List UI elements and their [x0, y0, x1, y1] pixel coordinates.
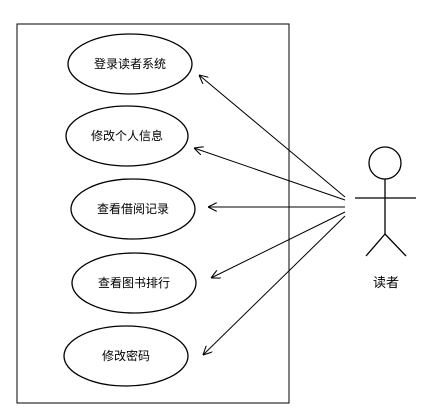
use-case-ellipse [67, 33, 193, 95]
use-case-label: 修改密码 [102, 348, 150, 363]
association-arrow [211, 211, 346, 278]
system-boundary [16, 23, 290, 404]
use-case-edit-info[interactable]: 修改个人信息 [65, 105, 189, 167]
use-case-ellipse [65, 105, 189, 167]
actor-left-leg [365, 233, 386, 257]
use-case-login[interactable]: 登录读者系统 [67, 33, 193, 95]
actor-label: 读者 [373, 276, 399, 291]
use-case-book-ranking[interactable]: 查看图书排行 [71, 252, 197, 314]
use-case-label: 查看图书排行 [98, 276, 170, 290]
use-case-ellipse [63, 325, 189, 387]
use-case-borrow-record[interactable]: 查看借阅记录 [70, 178, 196, 240]
use-case-label: 查看借阅记录 [97, 202, 169, 216]
use-case-label: 修改个人信息 [91, 128, 163, 143]
associations [194, 75, 346, 355]
use-case-ellipse [71, 252, 197, 314]
association-arrow [194, 148, 346, 201]
use-case-ellipse [70, 178, 196, 240]
association-arrow [203, 215, 346, 355]
actor-reader[interactable] [355, 146, 416, 257]
actor-head [368, 146, 402, 180]
actor-right-leg [384, 233, 407, 257]
use-case-label: 登录读者系统 [94, 56, 166, 71]
association-arrow [199, 75, 346, 198]
use-case-change-password[interactable]: 修改密码 [63, 325, 189, 387]
